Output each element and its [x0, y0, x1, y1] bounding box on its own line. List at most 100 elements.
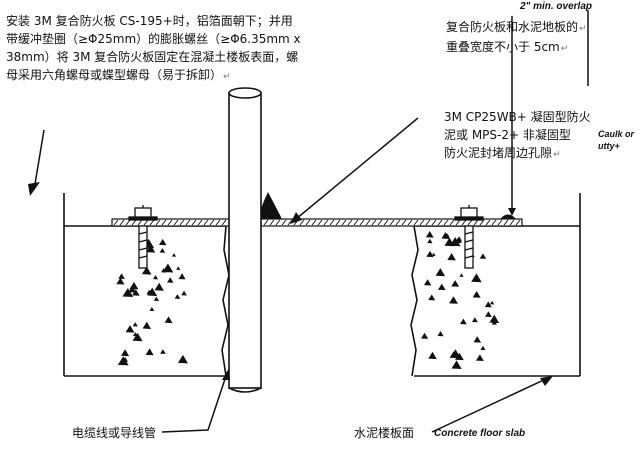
install-note-line: 安装 3M 复合防火板 CS-195+时，铝箔面朝下；并用 [6, 14, 293, 28]
leader-lines [33, 10, 589, 433]
board-hatch-mark [119, 219, 125, 226]
aggregate-particle [428, 351, 437, 360]
board-hatch-mark [161, 219, 167, 226]
aggregate-particle [447, 253, 456, 261]
board-hatch-mark [479, 219, 485, 226]
aggregate-particle [425, 231, 434, 238]
board-hatch-mark [389, 219, 395, 226]
concrete-aggregate-left [116, 238, 188, 366]
board-hatch-mark [341, 219, 347, 226]
board-hatch-mark [317, 219, 323, 226]
board-hatch-mark [125, 219, 131, 226]
aggregate-particle [132, 322, 138, 327]
board-hatch-mark [467, 219, 473, 226]
aggregate-particle [122, 356, 129, 362]
aggregate-particle [491, 320, 497, 325]
aggregate-particle [460, 318, 467, 325]
board-hatch-mark [299, 219, 305, 226]
aggregate-particle [451, 360, 462, 370]
board-hatch-mark [437, 219, 443, 226]
aggregate-particle [125, 325, 135, 333]
board-hatch-mark [359, 219, 365, 226]
board-hatch-mark [185, 219, 191, 226]
aggregate-particle [471, 317, 478, 323]
aggregate-particle [158, 238, 167, 246]
caulk-leader [295, 117, 419, 220]
install-note-line: 带缓冲垫圈（≥Φ25mm）的膨胀螺丝（≥Φ6.35mm x [6, 32, 301, 46]
aggregate-particle [122, 287, 134, 298]
board-hatch-mark [131, 219, 137, 226]
board-hatch-mark [167, 219, 173, 226]
aggregate-particle [471, 273, 482, 283]
install-note-line: 母采用六角螺母或蝶型螺母（易于拆卸）↵ [6, 68, 231, 82]
aggregate-particle [449, 351, 458, 359]
board-hatch-mark [353, 219, 359, 226]
aggregate-particle [159, 247, 166, 253]
caulk-note-cn: 3M CP25WB+ 凝固型防火 泥或 MPS-2+ 非凝固型 防火泥封堵周边孔… [444, 108, 591, 164]
concrete-aggregate-right [421, 231, 500, 370]
board-hatch-mark [377, 219, 383, 226]
install-note: 安装 3M 复合防火板 CS-195+时，铝箔面朝下；并用 带缓冲垫圈（≥Φ25… [6, 12, 301, 86]
aggregate-particle [149, 306, 155, 312]
board-hatch-mark [473, 219, 479, 226]
aggregate-particle [176, 266, 181, 270]
caulk-note-line: 泥或 MPS-2+ 非凝固型 [444, 128, 571, 142]
aggregate-particle [435, 268, 446, 277]
aggregate-particle [178, 273, 186, 280]
board-hatch-mark [155, 219, 161, 226]
board-hatch-mark [383, 219, 389, 226]
board-hatch-mark [287, 219, 293, 226]
board-hatch-mark [281, 219, 287, 226]
overlap-note-line: 重叠宽度不小于 5cm↵ [446, 40, 569, 54]
cable-conduit-pipe [228, 87, 262, 393]
aggregate-particle [146, 289, 153, 295]
board-hatch-mark [191, 219, 197, 226]
board-hatch-mark [311, 219, 317, 226]
aggregate-particle [445, 233, 450, 238]
board-hatch-mark [515, 219, 521, 226]
aggregate-particle [437, 331, 444, 337]
aggregate-particle [177, 354, 188, 364]
overlap-label-en: 2" min. overlap [520, 1, 592, 12]
aggregate-particle [142, 321, 152, 329]
composite-fire-board [111, 218, 523, 227]
aggregate-particle [472, 291, 481, 298]
board-hatch-mark [449, 219, 455, 226]
aggregate-particle [424, 279, 432, 286]
board-hatch-mark [269, 219, 275, 226]
aggregate-particle [459, 273, 464, 277]
board-hatch-mark [455, 219, 461, 226]
board-hatch-mark [413, 219, 419, 226]
anchor-bolt-left [128, 205, 158, 269]
board-hatch-mark [419, 219, 425, 226]
aggregate-particle [428, 294, 436, 301]
aggregate-particle [485, 311, 492, 318]
aggregate-particle [118, 273, 125, 279]
aggregate-particle [490, 300, 495, 305]
board-hatch-mark [443, 219, 449, 226]
aggregate-particle [132, 332, 143, 342]
board-hatch-mark [401, 219, 407, 226]
board-hatch-mark [407, 219, 413, 226]
aggregate-particle [116, 277, 125, 285]
arrowheads [28, 182, 553, 386]
board-hatch-mark [497, 219, 503, 226]
aggregate-particle [128, 285, 137, 293]
slab-label-leader [431, 377, 549, 433]
aggregate-particle [473, 336, 482, 343]
board-hatch-mark [221, 219, 227, 226]
aggregate-particle [164, 316, 173, 324]
board-hatch-mark [137, 219, 143, 226]
install-note-leader [33, 129, 45, 191]
board-hatch-mark [149, 219, 155, 226]
anchor-bolt-right [454, 205, 484, 269]
aggregate-particle [145, 244, 156, 253]
board-hatch-mark [431, 219, 437, 226]
board-hatch-mark [197, 219, 203, 226]
aggregate-particle [174, 294, 181, 299]
slab-label-cn: 水泥楼板面 [354, 426, 415, 440]
aggregate-particle [427, 238, 433, 244]
caulk-note-line: 防火泥封堵周边孔隙↵ [444, 146, 561, 160]
aggregate-particle [141, 266, 152, 275]
aggregate-particle [121, 349, 130, 357]
